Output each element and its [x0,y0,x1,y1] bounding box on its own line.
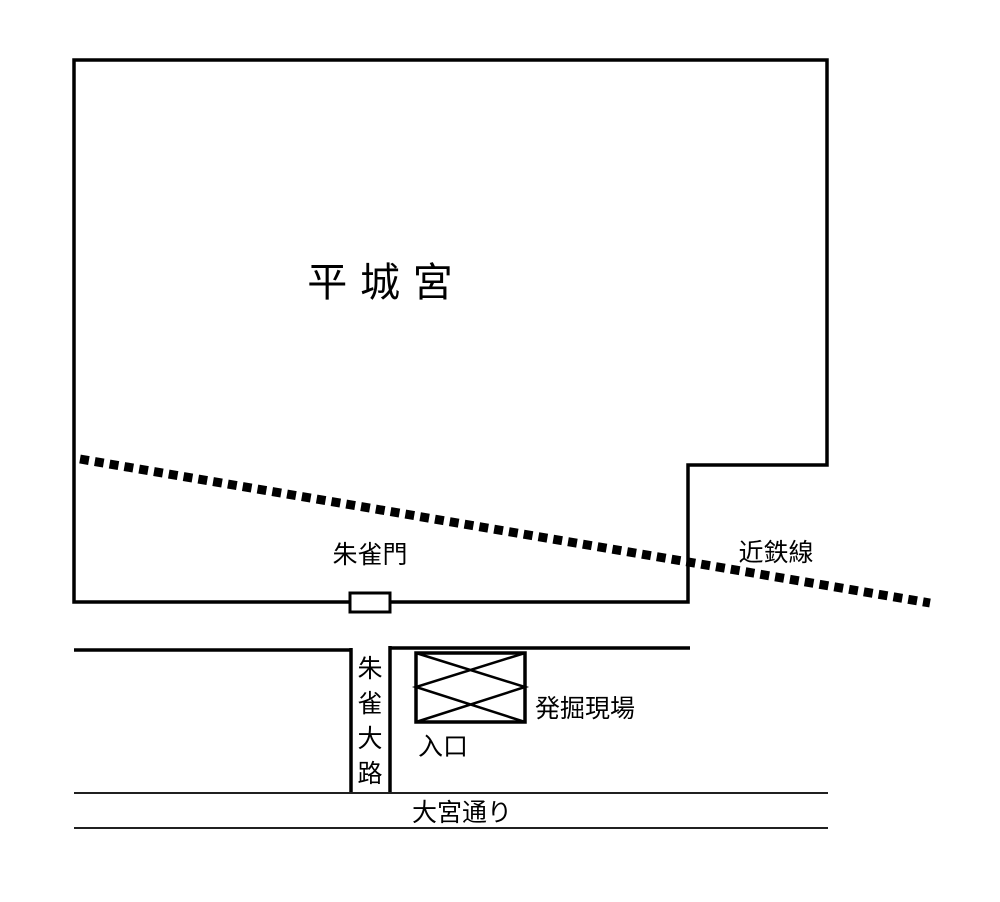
street-label: 大宮通り [412,798,512,827]
avenue-label: 朱 雀 大 路 [357,654,382,788]
railway-label: 近鉄線 [738,538,813,567]
avenue-char-1: 朱 [357,654,382,683]
railway-line [79,454,931,608]
entrance-label: 入口 [418,732,468,761]
gate-marker [348,591,392,614]
gate-label: 朱雀門 [332,540,407,569]
excavation-site-marker [411,651,530,724]
avenue-char-3: 大 [357,724,382,753]
avenue-char-4: 路 [357,759,382,788]
avenue-char-2: 雀 [357,689,382,718]
palace-label: 平 城 宮 [307,260,452,306]
excavation-site-label: 発掘現場 [535,694,635,723]
palace-boundary [72,58,829,604]
